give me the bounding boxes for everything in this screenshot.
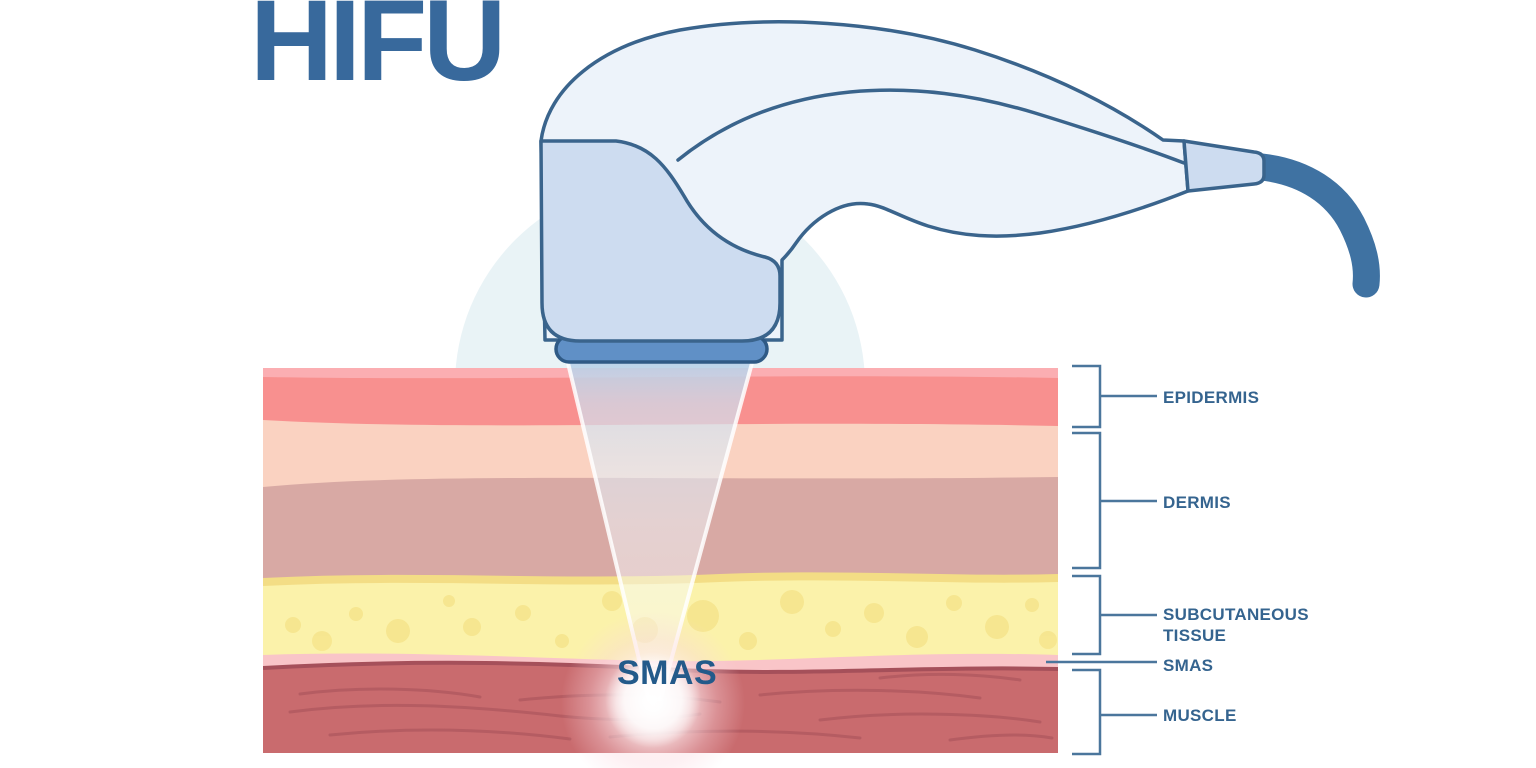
- skin-cross-section: [263, 368, 1058, 753]
- device-cable: [1248, 153, 1380, 298]
- subcutaneous-bracket: [1072, 574, 1157, 656]
- muscle-bracket: [1072, 668, 1157, 756]
- layer-label-smas: SMAS: [1163, 656, 1214, 675]
- layer-label-subcutaneous-tissue: SUBCUTANEOUS TISSUE: [1163, 605, 1309, 645]
- dermis-bracket: [1072, 431, 1157, 570]
- cable-connector: [1182, 139, 1266, 193]
- device-body-seam: [676, 88, 1186, 165]
- hifu-handpiece: [539, 20, 1380, 364]
- muscle-fibers: [288, 672, 1054, 742]
- epidermis-bracket: [1072, 364, 1157, 429]
- device-head: [539, 139, 782, 343]
- focus-point-label: SMAS: [617, 654, 718, 692]
- layer-label-epidermis: EPIDERMIS: [1163, 388, 1260, 407]
- layer-brackets: [1046, 364, 1157, 756]
- focal-point-glow: [561, 611, 745, 768]
- layer-label-muscle: MUSCLE: [1163, 706, 1237, 725]
- page-title: HIFU: [250, 0, 506, 105]
- layer-label-dermis: DERMIS: [1163, 493, 1231, 512]
